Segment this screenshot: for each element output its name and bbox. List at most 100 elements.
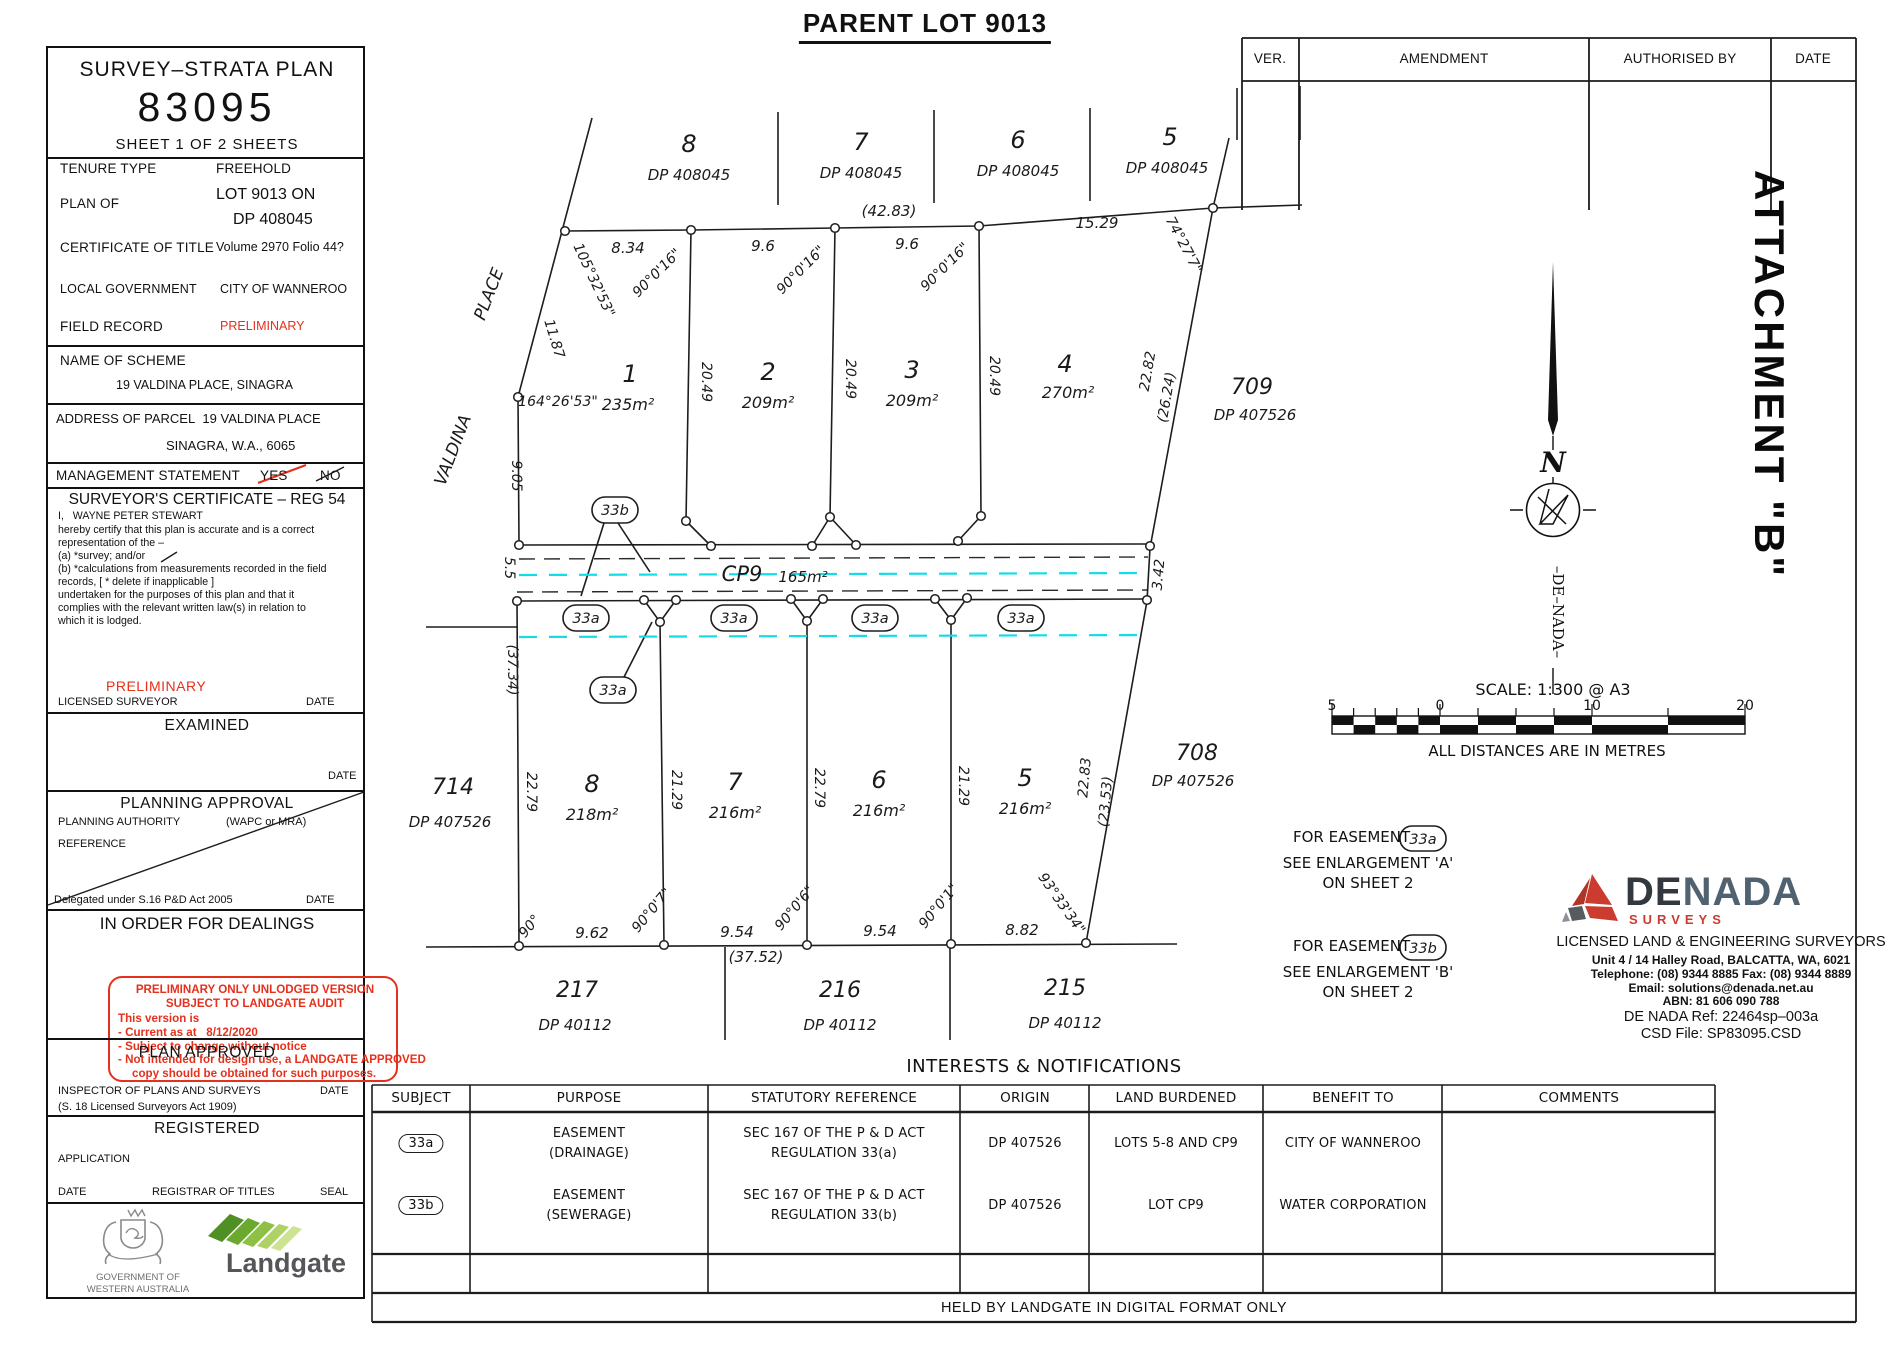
col-header-land-burdened: LAND BURDENED [1115,1090,1237,1106]
scale-tick: 20 [1736,698,1754,714]
plan-label: 8 [681,130,696,158]
plan-label: 90°0'16" [918,240,973,295]
plan-label: 164°26'53" [518,394,598,410]
plan-label: DP 407526 [409,813,492,831]
plan-label: DP 407526 [1214,406,1297,424]
scale-title: SCALE: 1:300 @ A3 [1475,680,1631,699]
plan-label: 209m² [886,391,939,410]
s18-label: (S. 18 Licensed Surveyors Act 1909) [58,1101,237,1113]
amendment-header: AMENDMENT [1399,51,1489,66]
plan-label: 90°0'7" [629,885,675,936]
plan-label: 215 [1044,976,1086,1001]
scale-tick: 0 [1435,698,1445,714]
sheet-count: SHEET 1 OF 2 SHEETS [115,136,299,153]
denada-ref: DE NADA Ref: 22464sp–003a [1623,1009,1819,1025]
plan-label: 20.49 [986,356,1002,396]
row-purpose: (DRAINAGE) [548,1146,630,1161]
plan-label: 270m² [1042,383,1095,402]
plan-label: (26.24) [1155,371,1180,424]
plan-label: 235m² [602,395,655,414]
plan-number: 83095 [137,84,277,130]
cot-value: Volume 2970 Folio 44? [216,240,344,254]
plan-label: 217 [556,978,598,1003]
plan-label: 9.6 [895,235,919,253]
denada-logo-icon [1562,874,1618,922]
lg-label: LOCAL GOVERNMENT [60,282,197,296]
scale-tick: 5 [1327,698,1337,714]
plan-label: 5 [1162,123,1177,151]
col-header-subject: SUBJECT [391,1090,451,1106]
col-header-statutory: STATUTORY REFERENCE [751,1090,917,1106]
plan-label: 9.6 [751,237,775,255]
easement-badge-label: 33a [599,683,626,699]
easement-note-33a-line3: ON SHEET 2 [1322,874,1414,892]
plan-of-value1: LOT 9013 ON [216,186,316,203]
easement-badge [562,604,610,632]
denada-line5: ABN: 81 606 090 788 [1662,994,1780,1008]
denada-csd: CSD File: SP83095.CSD [1640,1026,1802,1042]
plan-label: 9.54 [863,922,896,940]
row-statutory: SEC 167 OF THE P & D ACT [743,1188,925,1203]
inspector-label: INSPECTOR OF PLANS AND SURVEYS [58,1085,261,1097]
row-origin: DP 407526 [988,1136,1062,1151]
address-label: ADDRESS OF PARCEL 19 VALDINA PLACE [56,411,321,426]
plan-label: 5 [1017,764,1032,792]
plan-label: 165m² [778,568,827,586]
planning-approval-title: PLANNING APPROVAL [120,795,294,812]
plan-label: 216 [819,978,861,1003]
page-title: PARENT LOT 9013 [798,8,1052,44]
plan-label: 6 [871,766,886,794]
row-benefit-to: WATER CORPORATION [1279,1198,1427,1213]
easement-badge [589,676,637,704]
registrar-label: REGISTRAR OF TITLES [152,1186,275,1198]
plan-approved-title: PLAN APPROVED [138,1044,276,1061]
scale-bar-icon [1331,704,1746,735]
easement-badge [710,604,758,632]
plan-label: 74°27'7" [1162,214,1205,276]
address-value2: SINAGRA, W.A., 6065 [166,438,296,453]
plan-label: 21.29 [668,770,684,810]
denada-surveys: SURVEYS [1629,912,1726,927]
easement-badge [851,604,899,632]
cert-line: which it is lodged. [58,615,142,627]
easement-note-33a-line2: SEE ENLARGEMENT 'A' [1282,854,1454,872]
plan-label: 90°0'16" [774,243,829,298]
plan-label: 5.5 [501,557,517,579]
col-header-origin: ORIGIN [1000,1090,1050,1106]
application-label: APPLICATION [58,1153,130,1165]
plan-label: 3 [904,356,919,384]
plan-label: 216m² [999,799,1052,818]
plan-label: DP 40112 [538,1016,611,1034]
plan-label: CP9 [722,562,763,586]
ver-header: VER. [1253,51,1287,66]
plan-label: 22.83 [1075,757,1094,798]
row-purpose: (SEWERAGE) [546,1208,632,1223]
easement-badge [997,604,1045,632]
plan-label: (23.53) [1096,776,1116,828]
plan-label: 708 [1176,741,1218,766]
plan-label: PLACE [470,265,508,323]
col-header-comments: COMMENTS [1538,1090,1620,1106]
easement-badge [591,496,639,524]
plan-label: 9.62 [575,924,608,942]
easement-note-33b-line3: ON SHEET 2 [1322,983,1414,1001]
preliminary-warning-box: PRELIMINARY ONLY UNLODGED VERSION SUBJEC… [108,976,426,1082]
plan-label: 7 [727,768,743,796]
plan-label: 4 [1057,350,1072,378]
plan-type: SURVEY–STRATA PLAN [79,58,335,81]
denada-name-light: NADA [1682,870,1803,914]
date-label: DATE [320,1085,349,1097]
easement-badge-label: 33b [601,503,629,519]
easement-note-33b: FOR EASEMENT [1293,937,1411,955]
easement-note-33a: FOR EASEMENT [1293,828,1411,846]
svg-text:33a: 33a [1409,832,1436,848]
denada-line2: Unit 4 / 14 Halley Road, BALCATTA, WA, 6… [1591,953,1851,967]
plan-label: DP 408045 [820,164,903,182]
plan-label: 218m² [566,805,619,824]
plan-label: 9.05 [508,460,524,491]
plan-label: 93°33'34" [1034,870,1088,937]
scale-note: ALL DISTANCES ARE IN METRES [1428,742,1666,760]
cert-line: (b) *calculations from measurements reco… [58,563,327,575]
cert-signatory: I, WAYNE PETER STEWART [58,510,203,522]
